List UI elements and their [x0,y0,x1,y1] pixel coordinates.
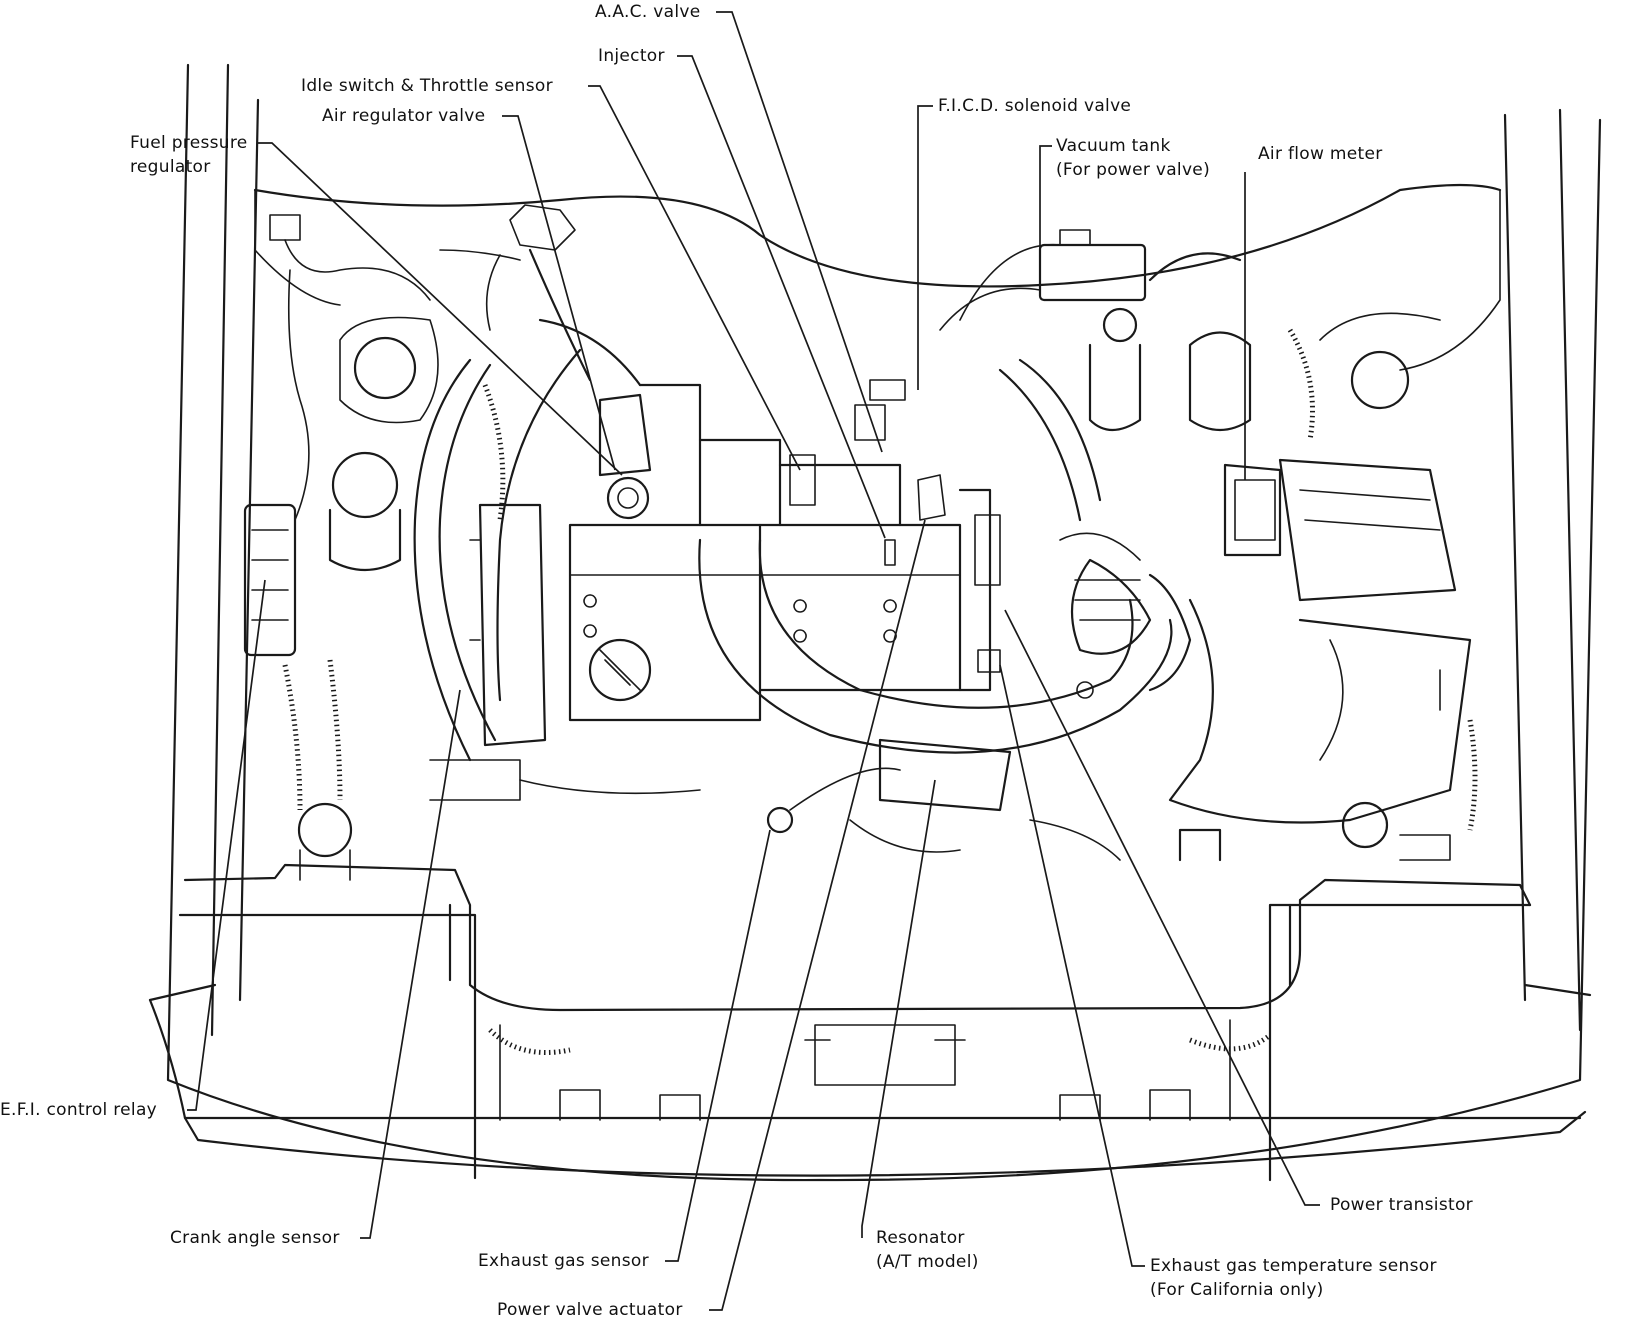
label-resonator: Resonator(A/T model) [876,1228,979,1272]
left-components [243,214,439,881]
radiator-support [183,863,1532,1121]
engine-block [469,379,1001,747]
label-idle-switch-throttle-sensor: Idle switch & Throttle sensor [301,76,553,96]
intake-duct [698,532,1192,812]
label-power-valve-actuator: Power valve actuator [497,1300,683,1320]
label-exhaust-gas-sensor: Exhaust gas sensor [478,1251,649,1271]
label-aac-valve: A.A.C. valve [595,2,701,22]
label-ficd-solenoid-valve: F.I.C.D. solenoid valve [938,96,1132,116]
label-air-regulator-valve: Air regulator valve [322,106,486,126]
vehicle-body-outline [148,63,1602,1182]
label-injector: Injector [598,46,665,66]
left-hoses [413,204,642,762]
firewall [253,183,1502,371]
label-efi-control-relay: E.F.I. control relay [0,1100,158,1120]
label-vacuum-tank: Vacuum tank(For power valve) [1056,136,1210,180]
label-power-transistor: Power transistor [1330,1195,1473,1215]
label-air-flow-meter: Air flow meter [1258,144,1383,164]
label-exhaust-gas-temperature-sensor: Exhaust gas temperature sensor(For Calif… [1150,1256,1437,1300]
right-components [939,229,1478,861]
label-crank-angle-sensor: Crank angle sensor [170,1228,340,1248]
lower-pipes [429,759,1222,862]
leader-lines [187,11,1320,1311]
